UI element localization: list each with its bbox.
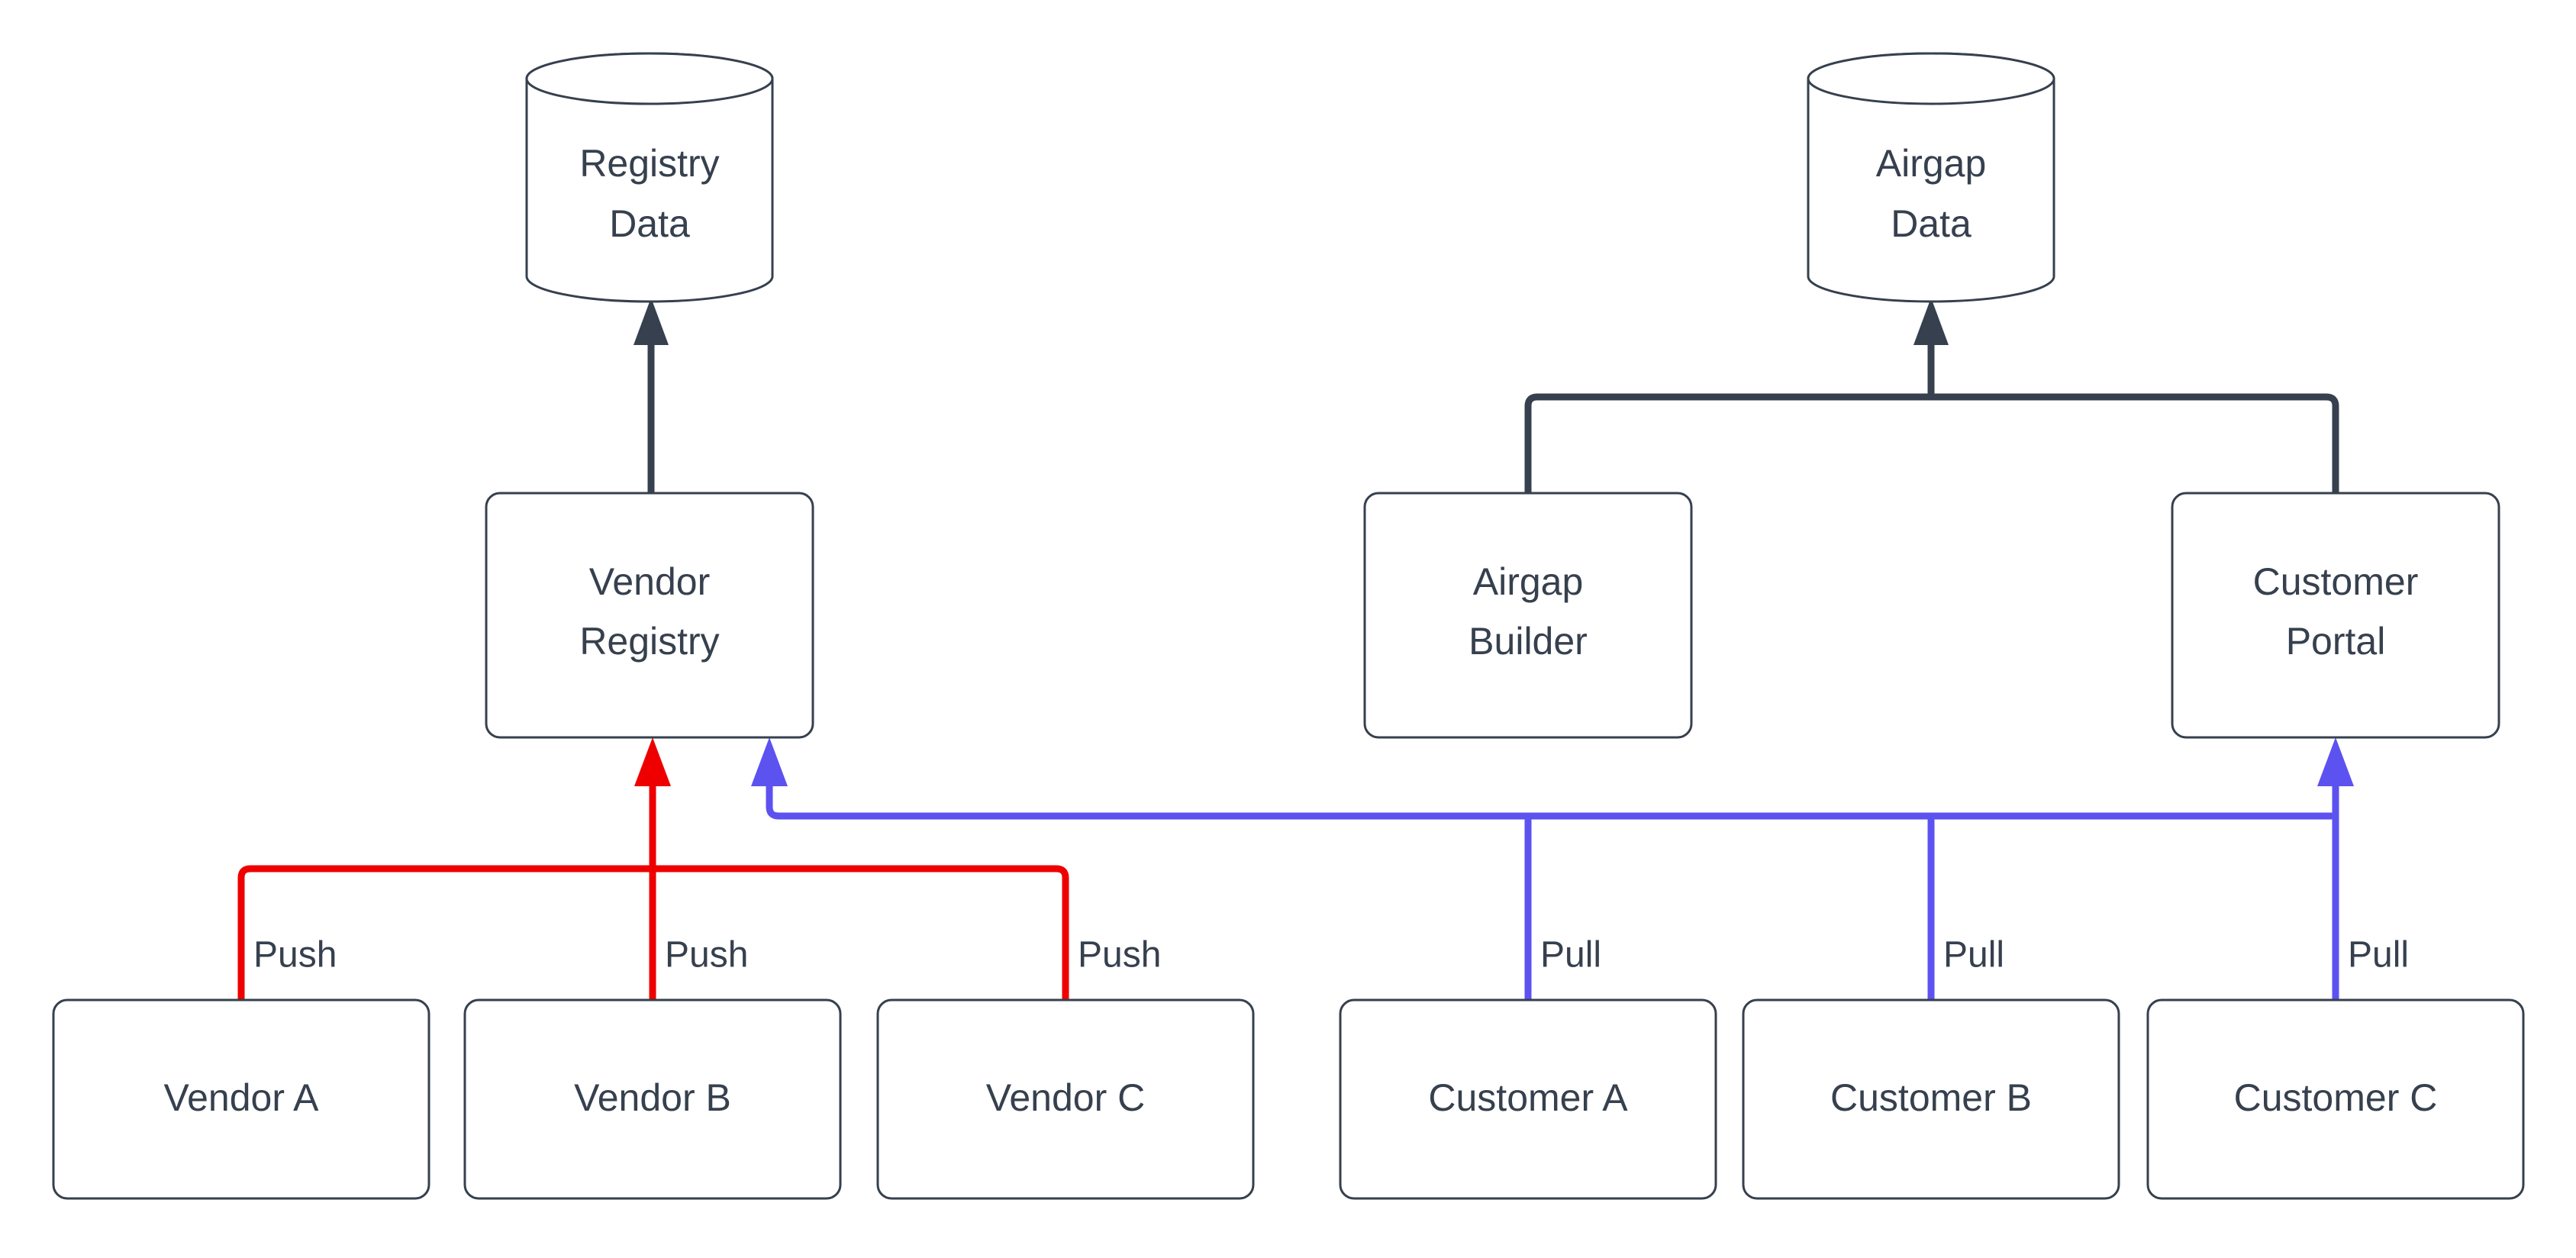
node-customer-b[interactable]: Customer B [1742, 998, 2120, 1200]
node-customer-portal[interactable]: Customer Portal [2171, 492, 2500, 739]
node-box [2171, 492, 2500, 739]
edge-vendor-a-push [237, 865, 653, 1000]
node-vendor-b[interactable]: Vendor B [463, 998, 842, 1200]
node-airgap-builder[interactable]: Airgap Builder [1363, 492, 1693, 739]
node-label-line2: Data [609, 202, 690, 245]
node-label-line2: Builder [1469, 620, 1588, 663]
node-vendor-c[interactable]: Vendor C [876, 998, 1255, 1200]
node-label-line1: Customer [2253, 560, 2419, 603]
edge-line [237, 865, 653, 1000]
edge-label-pull-customer-b: Pull [1943, 935, 2004, 976]
edge-line [766, 779, 779, 820]
node-box [463, 998, 842, 1200]
node-label-line1: Airgap [1473, 560, 1584, 603]
node-vendor-registry[interactable]: Vendor Registry [485, 492, 814, 739]
node-label-line2: Data [1891, 202, 1971, 245]
edge-airgap-builder-to-airgap-data [1524, 393, 1931, 493]
node-customer-c[interactable]: Customer C [2146, 998, 2525, 1200]
edge-line [1524, 393, 1931, 493]
node-vendor-a[interactable]: Vendor A [52, 998, 430, 1200]
node-box [1339, 998, 1717, 1200]
node-box [2146, 998, 2525, 1200]
node-box [485, 492, 814, 739]
node-label: Vendor B [574, 1076, 731, 1119]
node-label-line1: Registry [579, 142, 719, 185]
edge-label-pull-customer-a: Pull [1540, 935, 1601, 976]
edge-vendor-c-push [653, 865, 1069, 1000]
node-label-line1: Airgap [1876, 142, 1987, 185]
cylinder-top-ellipse [1807, 52, 2055, 105]
node-label: Customer C [2234, 1076, 2438, 1119]
edge-line [653, 865, 1069, 1000]
arrowhead-up-icon [634, 298, 669, 345]
node-box [1363, 492, 1693, 739]
node-label: Customer A [1428, 1076, 1628, 1119]
node-label: Customer B [1830, 1076, 2032, 1119]
node-label-line2: Registry [579, 620, 719, 663]
node-customer-a[interactable]: Customer A [1339, 998, 1717, 1200]
node-registry-data[interactable]: Registry Data [525, 52, 774, 303]
edge-label-pull-customer-c: Pull [2348, 935, 2409, 976]
node-box [52, 998, 430, 1200]
arrowhead-up-icon [751, 737, 788, 786]
edge-pull-riser-to-customer-portal [2317, 737, 2354, 816]
edge-airgap-data-riser [1913, 298, 1949, 397]
arrowhead-up-icon [2317, 737, 2354, 786]
edge-customer-portal-to-airgap-data [1931, 393, 2339, 493]
arrowhead-up-icon [634, 737, 671, 786]
edge-label-push-vendor-b: Push [665, 935, 748, 976]
cylinder-top-ellipse [525, 52, 774, 105]
edge-pull-riser-to-vendor-registry [751, 737, 788, 820]
node-airgap-data[interactable]: Airgap Data [1807, 52, 2055, 303]
edge-label-push-vendor-a: Push [253, 935, 337, 976]
node-label: Vendor A [164, 1076, 320, 1119]
edge-label-push-vendor-c: Push [1078, 935, 1161, 976]
node-box [1742, 998, 2120, 1200]
edge-line [1931, 393, 2339, 493]
edge-push-riser-to-vendor-registry [634, 737, 671, 869]
arrowhead-up-icon [1913, 298, 1949, 345]
node-label-line1: Vendor [589, 560, 710, 603]
node-label-line2: Portal [2286, 620, 2386, 663]
node-box [876, 998, 1255, 1200]
node-label: Vendor C [986, 1076, 1145, 1119]
edge-vendor-registry-to-registry-data [634, 298, 669, 493]
